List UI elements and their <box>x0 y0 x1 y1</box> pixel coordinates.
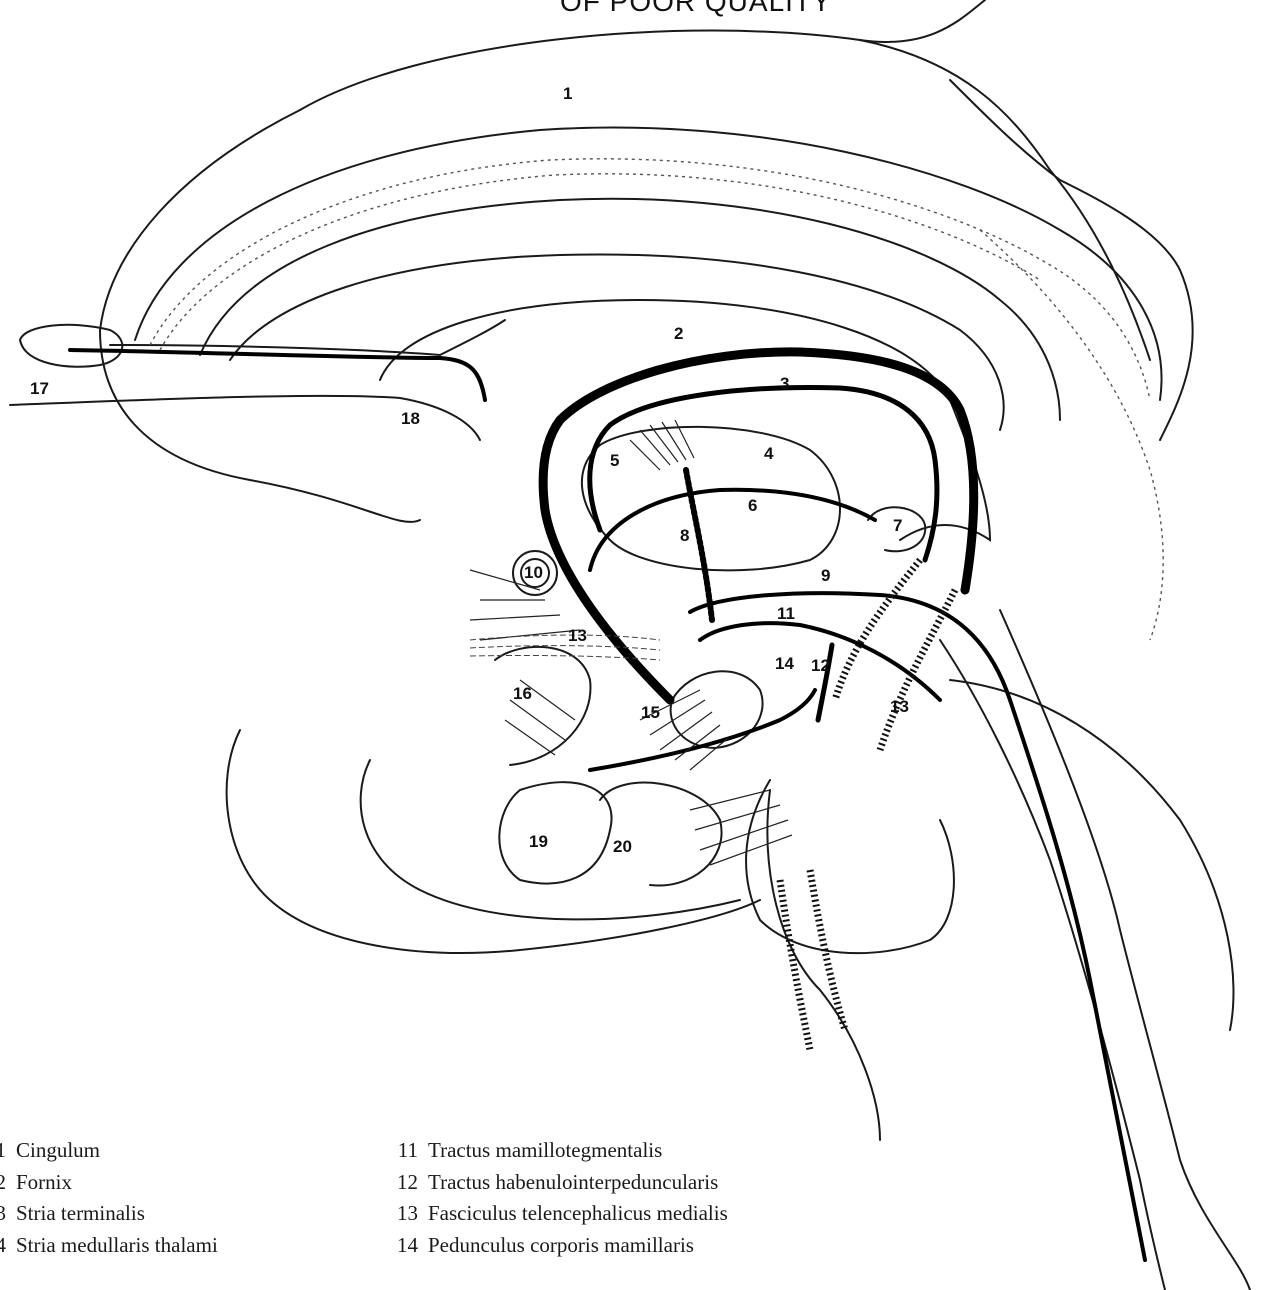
diagram-label-7: 7 <box>893 517 902 534</box>
diagram-label-2: 2 <box>674 325 683 342</box>
olfactory-tract-upper <box>110 320 505 355</box>
septum-16 <box>495 647 590 765</box>
diagram-label-6: 6 <box>748 497 757 514</box>
legend-item: 3 Stria terminalis <box>0 1203 145 1224</box>
diagram-label-12: 12 <box>811 657 830 674</box>
cingulum-arc-inner <box>200 199 1060 420</box>
diagram-label-11: 11 <box>777 605 795 622</box>
diagram-label-8: 8 <box>680 527 689 544</box>
mamillary-body-15 <box>671 671 763 748</box>
legend-number: 14 <box>392 1235 418 1256</box>
diagram-label-4: 4 <box>764 445 773 462</box>
legend-number: 13 <box>392 1203 418 1224</box>
diagram-label-15: 15 <box>641 704 660 721</box>
fornix-tract <box>543 352 974 700</box>
temporal-lobe-outline <box>227 730 760 953</box>
legend-number: 1 <box>0 1140 6 1161</box>
cortex-outline-top <box>300 0 985 110</box>
amygdala-20 <box>600 783 722 886</box>
diagram-label-13a: 13 <box>568 627 587 644</box>
legend-text: Tractus mamillotegmentalis <box>428 1138 662 1162</box>
legend-text: Fasciculus telencephalicus medialis <box>428 1201 728 1225</box>
diagram-label-20: 20 <box>613 838 632 855</box>
diagram-label-14: 14 <box>775 655 794 672</box>
legend-number: 3 <box>0 1203 6 1224</box>
stria-terminalis <box>590 387 937 560</box>
legend-item: 13 Fasciculus telencephalicus medialis <box>392 1203 728 1224</box>
hippocampus-19 <box>499 782 611 883</box>
legend-item: 1 Cingulum <box>0 1140 100 1161</box>
legend-text: Fornix <box>16 1170 72 1194</box>
legend-text: Pedunculus corporis mamillaris <box>428 1233 694 1257</box>
legend-number: 2 <box>0 1172 6 1193</box>
diagram-label-17: 17 <box>30 380 49 397</box>
diagram-label-18: 18 <box>401 410 420 427</box>
cortex-outline-outer <box>100 110 420 522</box>
olfactory-bulb <box>20 325 122 367</box>
diagram-label-10: 10 <box>524 564 543 581</box>
diagram-label-13b: 13 <box>890 698 909 715</box>
diagram-label-19: 19 <box>529 833 548 850</box>
cortex-outline-right <box>950 80 1193 440</box>
legend-number: 4 <box>0 1235 6 1256</box>
diagram-label-5: 5 <box>610 452 619 469</box>
diagram-label-9: 9 <box>821 567 830 584</box>
legend-text: Stria medullaris thalami <box>16 1233 218 1257</box>
legend-item: 12 Tractus habenulointerpeduncularis <box>392 1172 718 1193</box>
cerebellum-outline <box>950 680 1233 1030</box>
diagram-label-1: 1 <box>563 85 572 102</box>
olfactory-fibres <box>70 350 485 400</box>
legend-text: Tractus habenulointerpeduncularis <box>428 1170 718 1194</box>
legend-item: 14 Pedunculus corporis mamillaris <box>392 1235 694 1256</box>
stria-medullaris <box>590 490 875 570</box>
legend-item: 2 Fornix <box>0 1172 72 1193</box>
legend-item: 4 Stria medullaris thalami <box>0 1235 218 1256</box>
legend-number: 11 <box>392 1140 418 1161</box>
cortex-outline-frontal <box>860 40 1150 360</box>
stria-9 <box>690 593 1145 1260</box>
legend-number: 12 <box>392 1172 418 1193</box>
brainstem-left <box>767 790 880 1140</box>
legend-item: 11 Tractus mamillotegmentalis <box>392 1140 662 1161</box>
corpus-callosum <box>230 254 1004 430</box>
legend-text: Cingulum <box>16 1138 100 1162</box>
legend-text: Stria terminalis <box>16 1201 145 1225</box>
brainstem-right <box>1000 610 1250 1290</box>
thalamus-outline <box>582 427 840 571</box>
diagram-label-3: 3 <box>780 375 789 392</box>
diagram-label-16: 16 <box>513 685 532 702</box>
callosum-loop <box>380 300 990 540</box>
